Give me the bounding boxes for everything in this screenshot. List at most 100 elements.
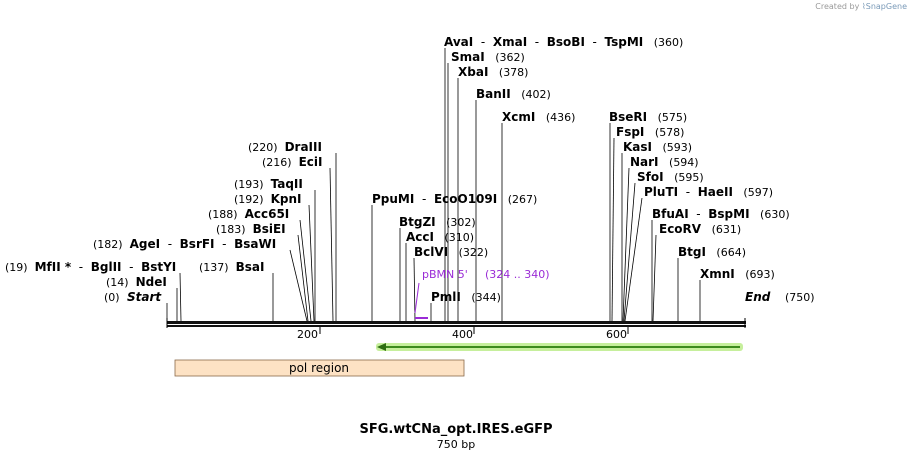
site-position: (193) <box>234 178 271 191</box>
enzyme-name: XcmI <box>502 110 535 124</box>
enzyme-name: TspMI <box>605 35 644 49</box>
enzyme-name: BtgI <box>678 245 706 259</box>
enzyme-name: DraIII <box>285 140 322 154</box>
site-label[interactable]: PpuMI - EcoO109I (267) <box>372 192 537 206</box>
site-label[interactable]: (137) BsaI <box>199 260 264 274</box>
enzyme-name: Acc65I <box>245 207 290 221</box>
site-separator: - <box>160 237 180 251</box>
site-position: (436) <box>535 111 575 124</box>
sequence-backbone[interactable] <box>166 318 746 328</box>
feature-pol-region[interactable]: pol region <box>174 359 465 377</box>
site-separator: - <box>689 207 709 221</box>
enzyme-name: SfoI <box>637 170 664 184</box>
site-line-pluti[interactable] <box>624 197 643 322</box>
enzyme-name: BsoBI <box>547 35 585 49</box>
site-label[interactable]: XbaI (378) <box>458 65 528 79</box>
site-line-nari[interactable] <box>622 167 630 322</box>
site-position: (322) <box>448 246 488 259</box>
ruler-label-200: 200 <box>297 328 318 341</box>
site-label[interactable]: BtgZI (302) <box>399 215 476 229</box>
primer-arrow <box>414 282 420 314</box>
site-line-kpni[interactable] <box>308 204 315 322</box>
site-label[interactable]: NarI (594) <box>630 155 699 169</box>
site-line-sfoi[interactable] <box>623 182 636 322</box>
enzyme-name: BsrFI <box>180 237 215 251</box>
site-position: (402) <box>511 88 551 101</box>
site-label[interactable]: SmaI (362) <box>451 50 525 64</box>
enzyme-name: AgeI <box>130 237 160 251</box>
site-line-agei[interactable] <box>289 249 308 322</box>
site-position: (362) <box>485 51 525 64</box>
site-label[interactable]: (19) MfII * - BglII - BstYI <box>5 260 176 274</box>
site-label[interactable]: EcoRV (631) <box>659 222 741 236</box>
feature-label: pol region <box>289 361 349 375</box>
site-position: (597) <box>733 186 773 199</box>
ruler: 200 400 600 <box>297 327 629 341</box>
site-position: (578) <box>644 126 684 139</box>
end-label: End <box>745 290 771 304</box>
site-line-mfii[interactable] <box>179 272 182 322</box>
site-label[interactable]: BtgI (664) <box>678 245 746 259</box>
watermark-prefix: Created by <box>815 2 860 11</box>
site-label[interactable]: XmnI (693) <box>700 267 775 281</box>
enzyme-name: BsiEI <box>253 222 286 236</box>
orf-arrowhead <box>377 343 386 351</box>
site-position: (310) <box>434 231 474 244</box>
site-label[interactable]: (183) BsiEI <box>216 222 286 236</box>
site-label[interactable]: BanII (402) <box>476 87 551 101</box>
site-label[interactable]: (14) NdeI <box>106 275 167 289</box>
site-label[interactable]: FspI (578) <box>616 125 684 139</box>
site-position: (220) <box>248 141 285 154</box>
site-label[interactable]: PluTI - HaeII (597) <box>644 185 773 199</box>
primer-name: pBMN 5' <box>422 268 468 281</box>
watermark: Created by ⌇SnapGene <box>815 2 907 11</box>
site-label[interactable]: BfuAI - BspMI (630) <box>652 207 790 221</box>
site-label[interactable]: (220) DraIII <box>248 140 322 154</box>
site-label[interactable]: (192) KpnI <box>234 192 301 206</box>
site-label[interactable]: AccI (310) <box>406 230 474 244</box>
site-position: (19) <box>5 261 35 274</box>
site-label[interactable]: BseRI (575) <box>609 110 687 124</box>
site-position: (182) <box>93 238 130 251</box>
enzyme-name: BseRI <box>609 110 647 124</box>
enzyme-name: PpuMI <box>372 192 414 206</box>
primer-pbmn[interactable]: pBMN 5' (324 .. 340) <box>414 268 550 319</box>
site-position: (344) <box>461 291 501 304</box>
site-line-bsiei[interactable] <box>297 234 309 322</box>
site-line-ecii[interactable] <box>329 167 334 322</box>
site-position: (267) <box>497 193 537 206</box>
site-label[interactable]: (193) TaqII <box>234 177 303 191</box>
ruler-label-600: 600 <box>606 328 627 341</box>
site-line-fspi[interactable] <box>611 137 615 322</box>
site-separator: - <box>215 237 235 251</box>
backbone-top-strand <box>167 321 746 324</box>
site-label[interactable]: KasI (593) <box>623 140 692 154</box>
site-position: (575) <box>647 111 687 124</box>
site-position: (693) <box>735 268 775 281</box>
end-position: (750) <box>785 291 815 304</box>
site-label[interactable]: BclVI (322) <box>414 245 488 259</box>
site-label[interactable]: PmlI (344) <box>431 290 501 304</box>
site-position: (631) <box>701 223 741 236</box>
enzyme-name: BanII <box>476 87 511 101</box>
enzyme-name: BfuAI <box>652 207 689 221</box>
site-position: (188) <box>208 208 245 221</box>
orf-arrow[interactable] <box>376 343 743 351</box>
site-label[interactable]: (188) Acc65I <box>208 207 289 221</box>
site-label[interactable]: AvaI - XmaI - BsoBI - TspMI (360) <box>444 35 683 49</box>
ruler-label-400: 400 <box>452 328 473 341</box>
enzyme-name: FspI <box>616 125 644 139</box>
site-separator: - <box>71 260 91 274</box>
site-position: (183) <box>216 223 253 236</box>
site-label[interactable]: (182) AgeI - BsrFI - BsaWI <box>93 237 276 251</box>
site-line-ecorv[interactable] <box>652 234 657 322</box>
enzyme-name: TaqII <box>271 177 303 191</box>
site-label[interactable]: SfoI (595) <box>637 170 704 184</box>
enzyme-name: BclVI <box>414 245 448 259</box>
site-label[interactable]: XcmI (436) <box>502 110 575 124</box>
enzyme-name: BsaWI <box>234 237 276 251</box>
site-label[interactable]: (216) EciI <box>262 155 322 169</box>
site-separator: - <box>678 185 698 199</box>
site-line-acc65i[interactable] <box>299 219 312 322</box>
